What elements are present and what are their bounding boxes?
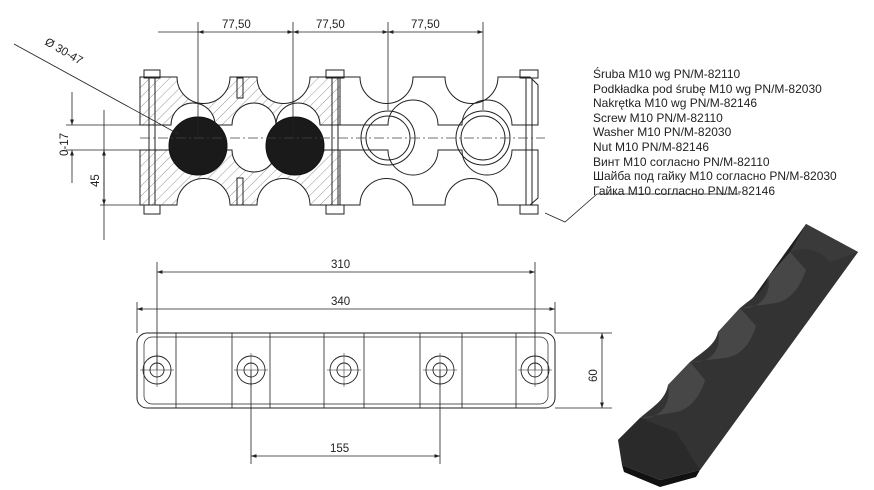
pitch-label-3: 77,50 bbox=[411, 19, 440, 31]
height-label: 45 bbox=[90, 174, 102, 187]
hole-spacing-label: 310 bbox=[331, 259, 350, 271]
crosshair-circle-icon bbox=[327, 353, 361, 387]
width-label: 60 bbox=[588, 369, 600, 382]
gap-label: 0-17 bbox=[59, 133, 71, 156]
plan-dimensions bbox=[136, 262, 612, 464]
bolts bbox=[143, 69, 539, 215]
pitch-dimensions bbox=[158, 22, 484, 140]
spacing-bottom-label: 155 bbox=[330, 443, 349, 455]
notes-leader bbox=[544, 193, 740, 223]
note-line: Nut M10 PN/M-82146 bbox=[593, 139, 710, 154]
note-line: Nakrętka M10 wg PN/M-82146 bbox=[593, 96, 758, 111]
front-view bbox=[139, 69, 545, 215]
vertical-dimensions bbox=[66, 92, 140, 240]
bolt-holes bbox=[140, 353, 552, 387]
pitch-label-2: 77,50 bbox=[316, 19, 345, 31]
note-line: Screw M10 PN/M-82110 bbox=[593, 110, 723, 125]
note-line: Гайка M10 согласно PN/M-82146 bbox=[593, 183, 775, 198]
clamp-upper-right bbox=[340, 76, 539, 126]
note-line: Podkładka pod śrubę M10 wg PN/M-82030 bbox=[593, 81, 822, 96]
fastener-notes: Śruba M10 wg PN/M-82110 Podkładka pod śr… bbox=[593, 67, 837, 198]
diameter-leader bbox=[13, 43, 181, 136]
note-line: Śruba M10 wg PN/M-82110 bbox=[593, 67, 741, 81]
plan-view bbox=[136, 332, 556, 409]
overall-length-label: 340 bbox=[331, 296, 350, 308]
note-line: Washer M10 PN/M-82030 bbox=[593, 125, 732, 140]
pitch-label-1: 77,50 bbox=[222, 19, 251, 31]
cable-cleat-3d-icon bbox=[618, 224, 858, 487]
section-upper-left bbox=[139, 76, 341, 126]
note-line: Шайба под гайку M10 согласно PN/M-82030 bbox=[593, 169, 837, 184]
note-line: Винт M10 согласно PN/M-82110 bbox=[593, 154, 770, 169]
cable-2 bbox=[265, 116, 325, 176]
clamp-outline bbox=[136, 332, 556, 409]
